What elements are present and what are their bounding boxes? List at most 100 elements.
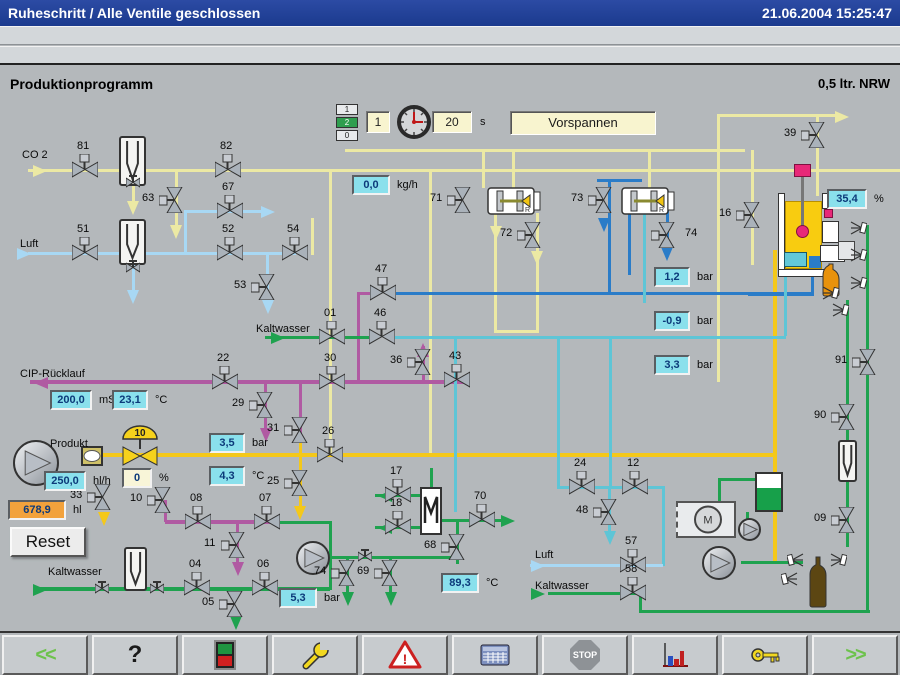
status-title: Ruheschritt / Alle Ventile geschlossen: [8, 5, 261, 21]
flow-arrow: [127, 290, 139, 309]
bottom-toolbar: <<? ! STOP >>: [0, 631, 900, 675]
valve-81[interactable]: [71, 153, 99, 190]
pipe-segment: [640, 610, 870, 613]
valve-label-24: 24: [574, 457, 587, 469]
flow-arrow: [17, 247, 31, 265]
toolbar-button-power-switch[interactable]: [182, 635, 268, 675]
manual-valve[interactable]: [125, 260, 141, 278]
pipe-segment: [608, 180, 611, 293]
valve-46[interactable]: [368, 320, 396, 357]
valve-11[interactable]: [220, 531, 252, 563]
valve-24[interactable]: [568, 470, 596, 507]
flow-arrow: [385, 592, 397, 611]
valve-70[interactable]: [468, 503, 496, 540]
pump-icon[interactable]: [701, 545, 737, 586]
toolbar-button-trend[interactable]: [632, 635, 718, 675]
pipe-segment: [299, 436, 302, 454]
valve-label-12: 12: [627, 457, 640, 469]
valve-90[interactable]: [830, 403, 862, 435]
valve-25[interactable]: [283, 469, 315, 501]
valve-74[interactable]: [330, 559, 362, 591]
filler-bowl: [778, 163, 856, 278]
valve-04[interactable]: [183, 571, 211, 608]
pipe-segment: [773, 250, 777, 562]
valve-label-74: 74: [685, 227, 698, 239]
valve-82[interactable]: [214, 153, 242, 190]
stream-label: Luft: [535, 549, 554, 561]
valve-06[interactable]: [251, 571, 279, 608]
valve-10[interactable]: [146, 486, 178, 518]
valve-67[interactable]: [216, 194, 244, 231]
valve-30[interactable]: [318, 365, 346, 402]
valve-22[interactable]: [211, 365, 239, 402]
pipe-segment: [536, 213, 539, 331]
valve-18[interactable]: [384, 510, 412, 547]
valve-91[interactable]: [851, 348, 883, 380]
mixproof-valve-unit[interactable]: R: [621, 186, 675, 221]
valve-54[interactable]: [281, 236, 309, 273]
valve-63[interactable]: [158, 186, 190, 218]
valve-52[interactable]: [216, 236, 244, 273]
valve-26[interactable]: [316, 438, 344, 475]
phase-button[interactable]: Vorspannen: [510, 111, 656, 135]
display-unit: bar: [324, 592, 340, 604]
valve-71[interactable]: [446, 186, 478, 218]
toolbar-button-service[interactable]: [272, 635, 358, 675]
valve-label-30: 30: [324, 352, 337, 364]
flow-arrow: [501, 514, 515, 532]
valve-68[interactable]: [440, 533, 472, 565]
valve-48[interactable]: [592, 498, 624, 530]
toolbar-button-login[interactable]: [722, 635, 808, 675]
manual-valve[interactable]: [125, 175, 141, 193]
valve-05[interactable]: [218, 590, 250, 622]
valve-36[interactable]: [406, 348, 438, 380]
valve-29[interactable]: [248, 391, 280, 423]
control-valve-10[interactable]: 10: [120, 423, 160, 476]
reset-button[interactable]: Reset: [10, 527, 86, 557]
valve-label-47: 47: [375, 263, 388, 275]
valve-69[interactable]: [373, 559, 405, 591]
toolbar-button-nav-back[interactable]: <<: [2, 635, 88, 675]
valve-47[interactable]: [369, 276, 397, 313]
valve-43[interactable]: [443, 363, 471, 400]
valve-16[interactable]: [735, 201, 767, 233]
flow-arrow: [835, 110, 849, 128]
toolbar-button-stop[interactable]: STOP: [542, 635, 628, 675]
valve-53[interactable]: [250, 273, 282, 305]
toolbar-button-keypad[interactable]: [452, 635, 538, 675]
mixproof-valve-unit[interactable]: R: [487, 186, 541, 221]
valve-72[interactable]: [516, 221, 548, 253]
valve-39[interactable]: [800, 121, 832, 153]
pump-icon[interactable]: [737, 517, 762, 547]
step-number-field[interactable]: 1: [366, 111, 390, 133]
message-row-2: [0, 46, 900, 65]
toolbar-button-alarm[interactable]: !: [362, 635, 448, 675]
valve-08[interactable]: [184, 505, 212, 542]
valve-01[interactable]: [318, 320, 346, 357]
valve-07[interactable]: [253, 505, 281, 542]
valve-31[interactable]: [283, 416, 315, 448]
valve-12[interactable]: [621, 470, 649, 507]
manual-valve[interactable]: [357, 549, 373, 567]
pipe-segment: [454, 337, 457, 512]
pipe-segment: [811, 268, 814, 296]
valve-73[interactable]: [587, 186, 619, 218]
valve-51[interactable]: [71, 236, 99, 273]
flow-meter: [81, 446, 103, 466]
valve-58[interactable]: [619, 576, 647, 613]
manual-valve[interactable]: [94, 581, 110, 599]
pump-icon[interactable]: [295, 540, 331, 581]
valve-09[interactable]: [830, 506, 862, 538]
valve-74[interactable]: [650, 221, 682, 253]
valve-label-54: 54: [287, 223, 300, 235]
manual-valve[interactable]: [149, 581, 165, 599]
filter-icon: [838, 440, 857, 487]
toolbar-button-nav-forward[interactable]: >>: [812, 635, 898, 675]
valve-57[interactable]: [619, 548, 647, 585]
toolbar-button-help[interactable]: ?: [92, 635, 178, 675]
valve-33[interactable]: [86, 483, 118, 515]
timer-field[interactable]: 20: [432, 111, 472, 133]
value-display: 89,3: [441, 573, 479, 593]
valve-label-39: 39: [784, 127, 797, 139]
pipe-segment: [548, 592, 642, 595]
